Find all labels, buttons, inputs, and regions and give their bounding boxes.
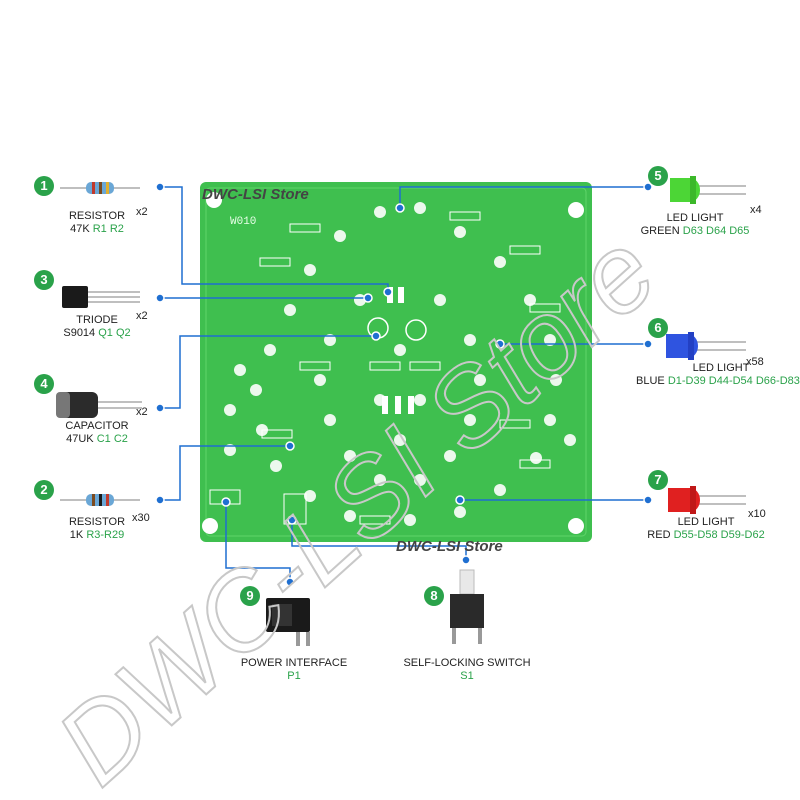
- badge-6: 6: [648, 318, 668, 338]
- badge-5: 5: [648, 166, 668, 186]
- component-ref: Q1 Q2: [98, 327, 131, 339]
- component-label-6: LED LIGHT BLUE D1-D39 D44-D54 D66-D83: [636, 362, 800, 388]
- mount-hole: [568, 518, 584, 534]
- component-label-3: TRIODE S9014 Q1 Q2: [52, 314, 142, 340]
- quantity-1: x2: [136, 206, 148, 218]
- triode-image: [62, 286, 140, 308]
- component-name: LED LIGHT: [666, 212, 724, 224]
- component-ref: P1: [287, 670, 301, 682]
- component-value: 47K: [70, 223, 90, 235]
- component-label-7: LED LIGHT RED D55-D58 D59-D62: [636, 516, 776, 542]
- board-model: W010: [230, 216, 257, 228]
- mount-hole: [568, 202, 584, 218]
- component-name: LED LIGHT: [677, 516, 735, 528]
- green-led-image: [670, 176, 746, 204]
- quantity-2: x30: [132, 512, 150, 524]
- component-ref: R3-R29: [86, 529, 125, 541]
- component-name: POWER INTERFACE: [240, 657, 348, 669]
- watermark-bottom: DWC-LSI Store: [396, 538, 503, 555]
- quantity-6: x58: [746, 356, 764, 368]
- component-name: SELF-LOCKING SWITCH: [403, 657, 531, 669]
- capacitor-image: [56, 392, 142, 418]
- badge-4: 4: [34, 374, 54, 394]
- badge-3: 3: [34, 270, 54, 290]
- component-value: GREEN: [640, 225, 680, 237]
- component-name: RESISTOR: [68, 516, 126, 528]
- component-label-1: RESISTOR 47K R1 R2: [52, 210, 142, 236]
- component-value: 47UK: [66, 433, 94, 445]
- mount-hole: [202, 518, 218, 534]
- quantity-3: x2: [136, 310, 148, 322]
- badge-9: 9: [240, 586, 260, 606]
- power-interface-image: [266, 598, 310, 646]
- component-value: S9014: [63, 327, 96, 339]
- component-ref: C1 C2: [96, 433, 128, 445]
- component-value: BLUE: [636, 375, 665, 387]
- component-label-4: CAPACITOR 47UK C1 C2: [52, 420, 142, 446]
- quantity-5: x4: [750, 204, 762, 216]
- component-ref: D63 D64 D65: [682, 225, 750, 237]
- blue-led-image: [666, 332, 746, 360]
- quantity-7: x10: [748, 508, 766, 520]
- mount-hole: [206, 192, 222, 208]
- component-value: RED: [647, 529, 671, 541]
- component-ref: D1-D39 D44-D54 D66-D83: [667, 375, 800, 387]
- red-led-image: [668, 486, 746, 514]
- component-label-5: LED LIGHT GREEN D63 D64 D65: [630, 212, 760, 238]
- resistor-1k-image: [60, 494, 140, 506]
- component-ref: S1: [460, 670, 474, 682]
- led-pads: [224, 202, 576, 526]
- badge-8: 8: [424, 586, 444, 606]
- component-name: CAPACITOR: [65, 420, 129, 432]
- switch-image: [450, 569, 484, 644]
- component-ref: D55-D58 D59-D62: [673, 529, 765, 541]
- component-name: RESISTOR: [68, 210, 126, 222]
- component-value: 1K: [69, 529, 84, 541]
- component-ref: R1 R2: [92, 223, 124, 235]
- watermark-top: DWC-LSI Store: [202, 186, 309, 203]
- badge-2: 2: [34, 480, 54, 500]
- resistor-silkscreen: [259, 211, 561, 525]
- component-label-8: SELF-LOCKING SWITCH S1: [396, 657, 538, 683]
- component-name: TRIODE: [76, 314, 118, 326]
- resistor-47k-image: [60, 182, 140, 194]
- badge-7: 7: [648, 470, 668, 490]
- component-label-9: POWER INTERFACE P1: [226, 657, 362, 683]
- connector-dots: [155, 182, 653, 587]
- connector-lines: [160, 186, 648, 582]
- component-name: LED LIGHT: [692, 362, 750, 374]
- component-label-2: RESISTOR 1K R3-R29: [52, 516, 142, 542]
- quantity-4: x2: [136, 406, 148, 418]
- badge-1: 1: [34, 176, 54, 196]
